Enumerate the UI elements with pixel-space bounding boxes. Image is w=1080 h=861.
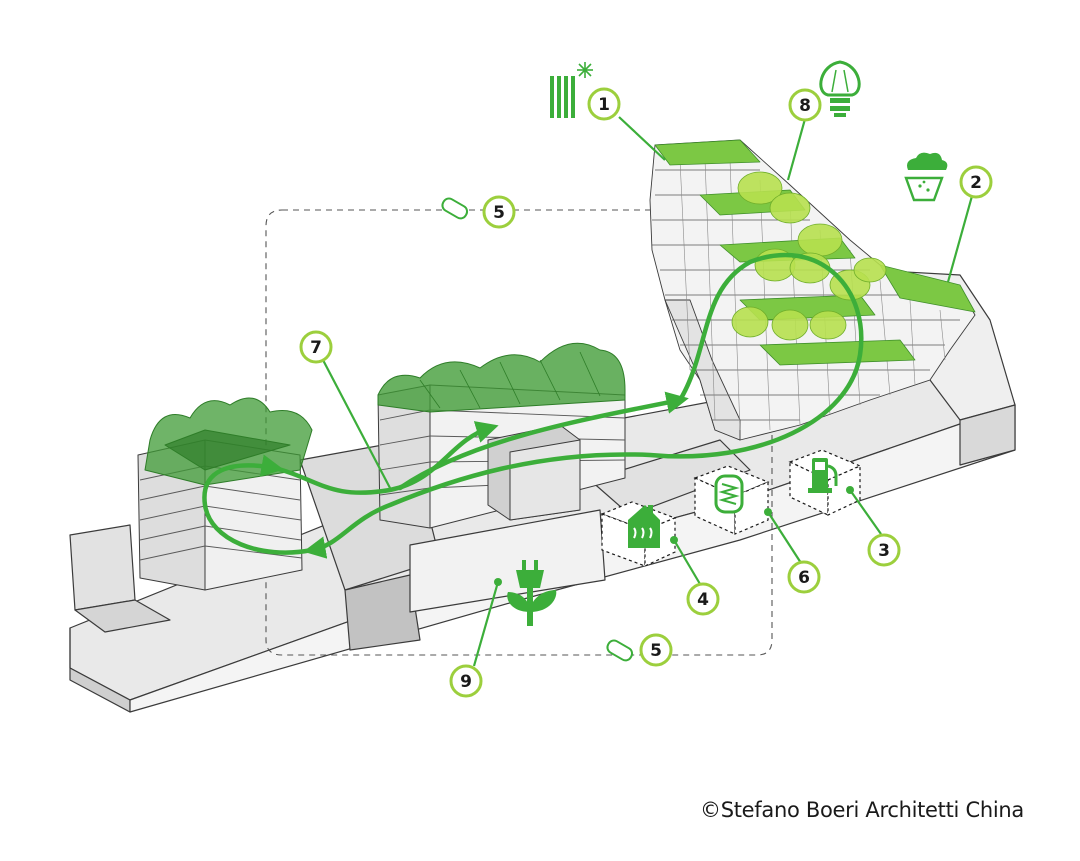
callout-number: 4: [697, 590, 709, 610]
leader-dots: [494, 486, 854, 586]
callout-number: 5: [493, 203, 505, 223]
callout-circle: [449, 664, 483, 698]
house-heat-icon: [628, 505, 660, 548]
callout-circle: [482, 195, 516, 229]
callout-c8: 8: [788, 88, 822, 122]
callout-markers: 1 2 3 4 5 5 6 7 8 9: [299, 87, 993, 698]
ev-charging-box: [788, 449, 862, 516]
callout-circle: [787, 560, 821, 594]
callout-circle: [788, 88, 822, 122]
rain-collection-icon: [904, 152, 948, 202]
solar-panel-icon: [550, 62, 593, 118]
water-tank-box: [693, 465, 770, 535]
callout-c1: 1: [587, 87, 621, 121]
callout-number: 7: [310, 338, 322, 358]
battery-icon: [606, 639, 634, 662]
left-building: [137, 397, 313, 591]
copyright-credit: ©Stefano Boeri Architetti China: [700, 798, 1024, 822]
callout-c4: 4: [686, 582, 720, 616]
callout-c2: 2: [959, 165, 993, 199]
lightbulb-icon: [819, 60, 861, 117]
callout-c9: 9: [449, 664, 483, 698]
callout-c7: 7: [299, 330, 333, 364]
callout-c3: 3: [867, 533, 901, 567]
callout-number: 3: [878, 541, 890, 561]
callout-number: 9: [460, 672, 472, 692]
ev-charging-icon: [808, 458, 838, 493]
callout-number: 5: [650, 641, 662, 661]
callout-circle: [587, 87, 621, 121]
leader-lines: [322, 116, 974, 667]
callout-c5b: 5: [639, 633, 673, 667]
battery-icon: [441, 197, 469, 220]
callout-circle: [299, 330, 333, 364]
callout-circle: [639, 633, 673, 667]
energy-flow-loop: [202, 252, 864, 559]
plug-plant-icon: [507, 560, 557, 626]
callout-circle: [867, 533, 901, 567]
callout-c5a: 5: [482, 195, 516, 229]
callout-circle: [686, 582, 720, 616]
callout-number: 6: [798, 568, 810, 588]
water-tank-icon: [714, 474, 744, 514]
battery-network-dashed-loop: [265, 209, 773, 656]
house-heat-box: [600, 501, 677, 567]
callout-circle: [959, 165, 993, 199]
callout-number: 1: [598, 95, 610, 115]
callout-c6: 6: [787, 560, 821, 594]
callout-number: 2: [970, 173, 982, 193]
callout-number: 8: [799, 96, 811, 116]
